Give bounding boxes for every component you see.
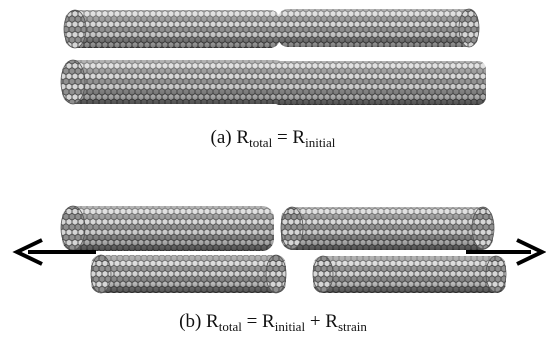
nanotube	[281, 207, 494, 250]
subscript-initial: initial	[305, 135, 335, 150]
panel-b	[17, 206, 542, 293]
r-symbol: R	[206, 311, 219, 332]
r-symbol: R	[325, 311, 338, 332]
equals-sign: =	[247, 311, 258, 332]
subscript-strain: strain	[338, 319, 367, 334]
subscript-total: total	[249, 135, 272, 150]
subscript-initial: initial	[275, 319, 305, 334]
nanotube	[61, 206, 274, 251]
nanotube	[91, 255, 286, 293]
caption-b: (b) Rtotal = Rinitial + Rstrain	[0, 312, 546, 331]
r-symbol: R	[262, 311, 275, 332]
nanotube	[272, 61, 486, 105]
caption-label: (b)	[179, 311, 201, 332]
nanotube	[313, 256, 506, 293]
subscript-total: total	[219, 319, 242, 334]
caption-label: (a)	[211, 127, 232, 148]
equals-sign: =	[277, 127, 288, 148]
r-symbol: R	[292, 127, 305, 148]
caption-a: (a) Rtotal = Rinitial	[0, 128, 546, 147]
plus-sign: +	[310, 311, 321, 332]
r-symbol: R	[236, 127, 249, 148]
nanotube	[61, 60, 287, 104]
nanotube	[64, 10, 280, 48]
panel-a	[61, 9, 486, 105]
nanotube	[278, 9, 479, 47]
